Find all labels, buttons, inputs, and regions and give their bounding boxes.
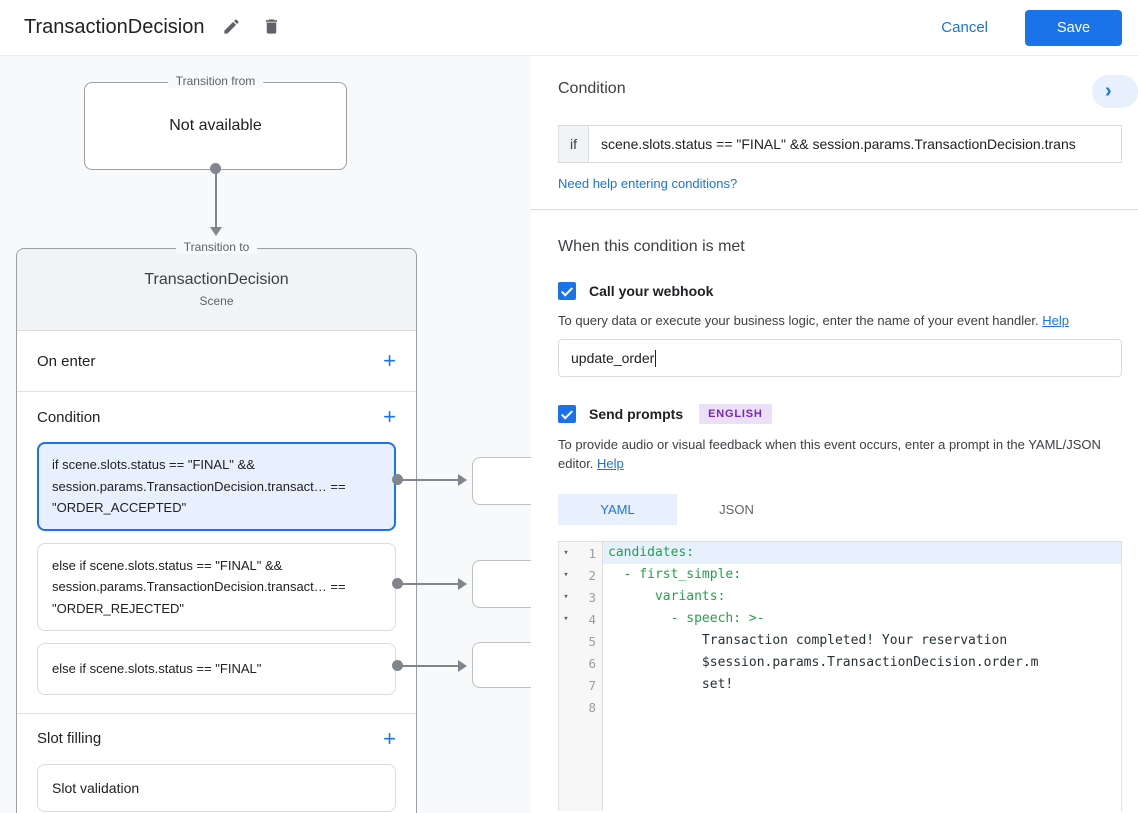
yaml-code-editor: ▾ 1 ▾ 2 ▾ 3 ▾ 4 5 6 7 8 candidates: - first_… xyxy=(558,541,1122,811)
save-button[interactable]: Save xyxy=(1025,9,1122,46)
line-number: 7 xyxy=(588,677,596,693)
connector-line xyxy=(215,168,217,228)
edit-scene-button[interactable] xyxy=(214,11,248,45)
trash-icon xyxy=(262,17,281,39)
line-number: 8 xyxy=(588,699,596,715)
collapse-panel-button[interactable]: › xyxy=(1092,75,1138,108)
scene-name: TransactionDecision xyxy=(144,271,289,288)
webhook-help-link[interactable]: Help xyxy=(1042,313,1069,328)
connector-arrowhead xyxy=(458,474,467,486)
transition-target-box[interactable] xyxy=(472,457,531,505)
connector-line xyxy=(398,665,458,667)
condition-section: Condition + if scene.slots.status == "FI… xyxy=(17,392,416,714)
condition-card-final[interactable]: else if scene.slots.status == "FINAL" xyxy=(37,643,396,695)
transition-target-box[interactable] xyxy=(472,560,531,608)
language-badge: ENGLISH xyxy=(699,404,772,424)
line-number: 2 xyxy=(588,567,596,583)
scene-card-header[interactable]: TransactionDecision Scene xyxy=(17,249,416,331)
connector-line xyxy=(398,479,458,481)
section-divider xyxy=(531,209,1138,210)
when-met-title: When this condition is met xyxy=(558,238,745,255)
condition-header-row: Condition + xyxy=(37,392,396,442)
condition-expression-group: if scene.slots.status == "FINAL" && sess… xyxy=(558,125,1122,163)
connector-arrowhead xyxy=(458,660,467,672)
code-line: candidates: xyxy=(603,542,1121,564)
line-number: 4 xyxy=(588,611,596,627)
scene-flow-canvas: Transition from Not available Transition… xyxy=(0,56,531,813)
code-line: set! xyxy=(608,677,734,692)
send-prompts-label: Send prompts xyxy=(589,406,684,422)
add-condition-button[interactable]: + xyxy=(383,404,396,429)
connector-line xyxy=(398,583,458,585)
slot-filling-section: Slot filling + Slot validation xyxy=(17,714,416,812)
chevron-right-icon: › xyxy=(1105,80,1112,102)
connector-dot xyxy=(392,578,403,589)
pencil-icon xyxy=(222,17,241,39)
condition-section-label: Condition xyxy=(37,408,101,426)
transition-from-legend: Transition from xyxy=(167,74,264,88)
fold-arrow-icon[interactable]: ▾ xyxy=(563,548,569,558)
editor-code-area[interactable]: candidates: - first_simple: variants: - … xyxy=(603,542,1121,811)
condition-panel-title: Condition xyxy=(558,80,626,97)
condition-help-link[interactable]: Need help entering conditions? xyxy=(558,176,738,191)
fold-arrow-icon[interactable]: ▾ xyxy=(563,570,569,580)
connector-arrowhead xyxy=(458,578,467,590)
on-enter-row: On enter + xyxy=(17,331,416,392)
send-prompts-checkbox[interactable] xyxy=(558,405,576,423)
slot-validation-card[interactable]: Slot validation xyxy=(37,763,396,812)
webhook-description: To query data or execute your business l… xyxy=(558,313,1069,328)
slot-filling-label: Slot filling xyxy=(37,730,102,747)
line-number: 1 xyxy=(588,545,596,561)
event-handler-input[interactable]: update_order xyxy=(558,339,1122,377)
condition-card-rejected[interactable]: else if scene.slots.status == "FINAL" &&… xyxy=(37,542,396,631)
line-number: 3 xyxy=(588,589,596,605)
transition-from-value: Not available xyxy=(169,117,262,134)
code-line: - speech: >- xyxy=(608,611,765,626)
prompts-description: To provide audio or visual feedback when… xyxy=(558,437,1101,471)
condition-expression-input[interactable]: scene.slots.status == "FINAL" && session… xyxy=(589,125,1122,163)
editor-gutter: ▾ 1 ▾ 2 ▾ 3 ▾ 4 5 6 7 8 xyxy=(559,542,603,811)
condition-detail-panel: Condition › if scene.slots.status == "FI… xyxy=(531,56,1138,813)
transition-to-node: Transition to TransactionDecision Scene … xyxy=(16,240,417,813)
connector-dot xyxy=(392,660,403,671)
code-line: variants: xyxy=(608,589,726,604)
code-line: $session.params.TransactionDecision.orde… xyxy=(608,655,1039,670)
connector-dot xyxy=(392,474,403,485)
top-bar: TransactionDecision Cancel Save xyxy=(0,0,1138,56)
webhook-checkbox[interactable] xyxy=(558,282,576,300)
scene-type-label: Scene xyxy=(199,294,234,308)
code-line xyxy=(603,696,1121,718)
slot-filling-header-row: Slot filling + xyxy=(37,714,396,764)
text-cursor xyxy=(655,349,657,367)
webhook-label: Call your webhook xyxy=(589,283,714,299)
add-on-enter-button[interactable]: + xyxy=(383,348,396,373)
cancel-button[interactable]: Cancel xyxy=(941,19,988,36)
prompts-help-link[interactable]: Help xyxy=(597,456,624,471)
delete-scene-button[interactable] xyxy=(254,11,288,45)
editor-format-tabs: YAML JSON xyxy=(558,494,1122,525)
page-title: TransactionDecision xyxy=(24,16,205,38)
transition-to-legend: Transition to xyxy=(175,240,258,254)
tab-json[interactable]: JSON xyxy=(719,502,754,517)
fold-arrow-icon[interactable]: ▾ xyxy=(563,614,569,624)
code-line: - first_simple: xyxy=(608,567,742,582)
if-label: if xyxy=(558,125,589,163)
transition-target-box[interactable] xyxy=(472,642,531,688)
add-slot-button[interactable]: + xyxy=(383,725,396,751)
on-enter-label: On enter xyxy=(37,352,96,370)
connector-arrowhead xyxy=(210,227,222,236)
tab-yaml[interactable]: YAML xyxy=(558,494,677,525)
condition-card-accepted[interactable]: if scene.slots.status == "FINAL" && sess… xyxy=(37,442,396,531)
line-number: 6 xyxy=(588,655,596,671)
transition-from-node: Transition from Not available xyxy=(84,74,347,170)
line-number: 5 xyxy=(588,633,596,649)
fold-arrow-icon[interactable]: ▾ xyxy=(563,592,569,602)
code-line: Transaction completed! Your reservation xyxy=(608,633,1008,648)
